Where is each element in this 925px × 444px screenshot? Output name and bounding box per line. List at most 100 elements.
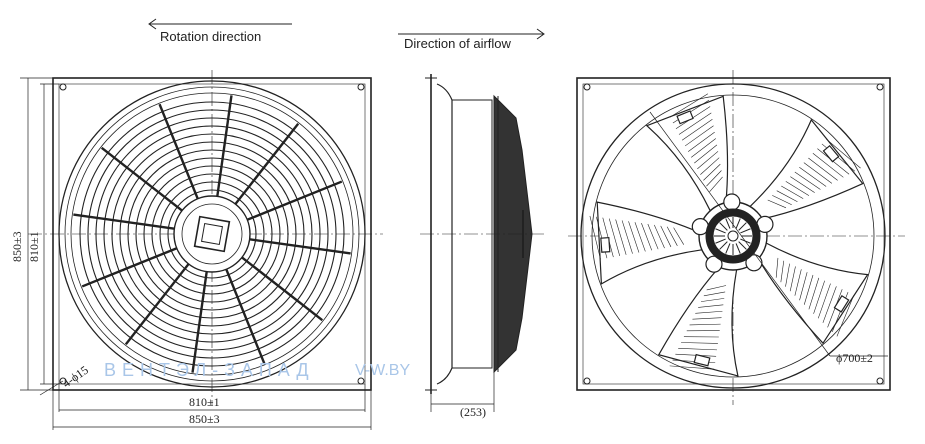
blade-hatch xyxy=(703,291,726,297)
blade-tip xyxy=(833,294,850,313)
blade-hatch xyxy=(694,144,718,164)
guard-ring xyxy=(159,181,265,287)
guard-ring xyxy=(135,157,289,311)
blade-hatch xyxy=(808,277,820,310)
blade-hatch xyxy=(669,365,715,370)
blade-hatch xyxy=(641,223,653,251)
blade-hatch xyxy=(789,266,796,292)
rotor-fin xyxy=(738,222,747,231)
blade-hatch xyxy=(691,138,716,158)
blade-hatch xyxy=(803,162,833,184)
guard-ring xyxy=(111,133,313,335)
blade-hatch xyxy=(647,223,659,250)
guard-ring xyxy=(87,109,337,359)
blade-tip xyxy=(600,237,611,253)
blade-hatch xyxy=(628,221,640,253)
blade-hatch xyxy=(781,185,804,199)
blade-hatch xyxy=(689,323,721,326)
guard-spoke xyxy=(246,180,343,221)
blade-hatch xyxy=(634,222,646,252)
guard-spoke xyxy=(81,247,178,288)
blade-hatch xyxy=(684,125,714,147)
left-view xyxy=(28,70,383,405)
blade-hatch xyxy=(687,131,715,152)
blade-hatch xyxy=(785,263,790,287)
guard-spoke xyxy=(241,256,324,322)
dim-810-vertical: 810±1 xyxy=(27,231,41,262)
guard-spoke xyxy=(225,268,266,365)
blade-hatch xyxy=(836,294,855,337)
blade-hatch xyxy=(808,157,838,181)
blade-hatch xyxy=(681,119,713,141)
blade-hatch xyxy=(826,139,861,169)
blade-hatch xyxy=(621,220,633,254)
blade-hatch xyxy=(666,226,678,246)
rotor-fin xyxy=(738,241,747,250)
dim-850-horizontal: 850±3 xyxy=(189,412,220,426)
guard-ring xyxy=(79,101,345,367)
guard-ring xyxy=(103,125,321,343)
rotation-direction-arrow xyxy=(148,18,292,30)
blade-hatch xyxy=(772,195,792,206)
impeller-blade xyxy=(749,118,864,220)
rotor-fin xyxy=(715,238,726,244)
dim-850-vertical: 850±3 xyxy=(10,231,24,262)
blade-hatch xyxy=(794,269,802,296)
impeller-blade xyxy=(645,95,729,212)
guard-spoke xyxy=(158,103,199,200)
airflow-direction-arrow xyxy=(398,28,545,40)
right-view xyxy=(568,70,905,405)
blade-hatch xyxy=(669,93,709,118)
blade-hatch xyxy=(780,260,785,283)
impeller-blade xyxy=(657,266,739,377)
dim-depth: (253) xyxy=(460,405,486,419)
blade-hatch xyxy=(678,112,712,135)
blade-hatch xyxy=(812,153,844,178)
watermark-site: V-W.BY xyxy=(355,362,410,379)
blade-hatch xyxy=(608,218,621,257)
guard-spoke xyxy=(73,213,175,230)
guard-spoke xyxy=(249,238,351,255)
blade-hatch xyxy=(695,310,723,314)
guard-spoke xyxy=(100,146,183,212)
blade-hatch xyxy=(703,163,721,181)
blade-hatch xyxy=(653,224,665,249)
rotor-lug xyxy=(705,255,723,273)
watermark-brand: ВЕНТЭЛ-ЗАПАД xyxy=(104,360,315,380)
impeller-blade xyxy=(596,201,703,285)
rotor-fin xyxy=(719,222,728,231)
rotor-lug xyxy=(723,193,741,211)
guard-spoke xyxy=(191,271,208,373)
blade-hatch xyxy=(700,157,720,175)
guard-ring xyxy=(167,189,257,279)
left-dimensions xyxy=(20,77,372,430)
impeller-blade xyxy=(757,242,869,345)
blade-hatch xyxy=(697,151,719,170)
blade-hatch xyxy=(785,181,810,196)
blade-hatch xyxy=(803,274,814,305)
blade-hatch xyxy=(822,286,837,323)
blade-hatch xyxy=(709,176,723,193)
blade-hatch xyxy=(615,219,627,255)
rotor-fin xyxy=(719,241,728,250)
rotor-fin xyxy=(740,228,751,234)
blade-hatch xyxy=(799,167,827,187)
blade-hatch xyxy=(706,170,722,187)
rotor-fin xyxy=(735,243,741,254)
dim-diameter: ϕ700±2 xyxy=(836,351,873,365)
rotation-direction-label: Rotation direction xyxy=(160,29,261,44)
blade-hatch xyxy=(794,171,821,190)
rotor-fin xyxy=(725,218,731,229)
blade-hatch xyxy=(706,285,727,291)
blade-hatch xyxy=(681,342,718,344)
blade-hatch xyxy=(673,227,685,245)
airflow-direction-label: Direction of airflow xyxy=(404,36,512,51)
blade-tip xyxy=(822,144,840,163)
guard-spoke xyxy=(234,122,300,205)
rotor-fin xyxy=(735,218,741,229)
blade-hatch xyxy=(698,304,724,308)
dim-hole: 4-ϕ15 xyxy=(60,363,91,391)
side-view xyxy=(420,74,545,412)
rotor-fin xyxy=(725,243,731,254)
